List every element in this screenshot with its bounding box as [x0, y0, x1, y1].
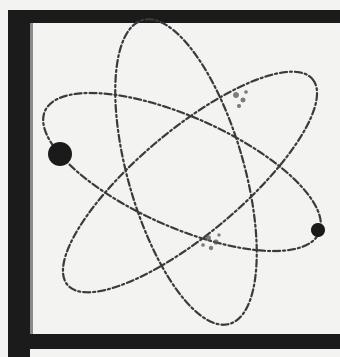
frame-top [8, 10, 340, 23]
electron-right [311, 223, 325, 237]
frame-bottom [8, 334, 340, 349]
electron-left [48, 142, 72, 166]
frame-inner-edge [30, 23, 33, 334]
frame-left [8, 10, 30, 357]
